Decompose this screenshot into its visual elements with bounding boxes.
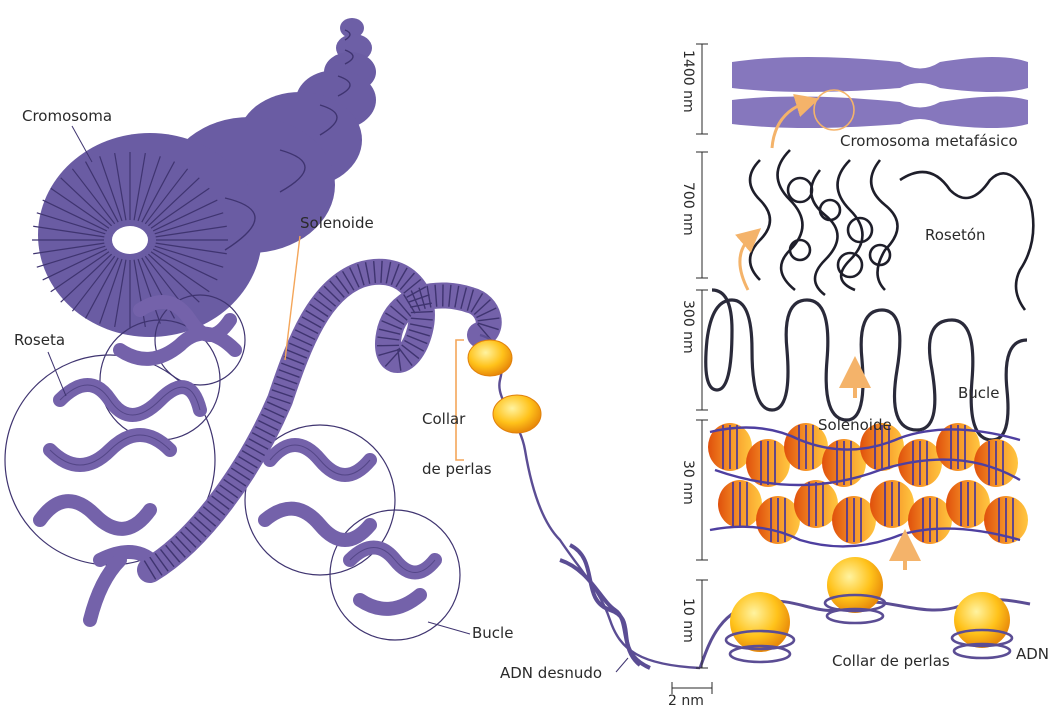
scale-10nm: 10 nm [680, 598, 696, 643]
scale-labels: 1400 nm 700 nm 300 nm 30 nm 10 nm 2 nm [668, 50, 704, 708]
label-cromosoma-metafasico: Cromosoma metafásico [840, 132, 1018, 150]
right-panel: Cromosoma metafásico Rosetón Bucle Solen… [668, 44, 1049, 708]
label-adn: ADN [1016, 645, 1049, 663]
solenoid-fibre-right [708, 423, 1028, 546]
label-roseton: Rosetón [925, 226, 986, 244]
label-solenoide-right: Solenoide [818, 416, 892, 434]
scale-30nm: 30 nm [680, 460, 696, 505]
scale-700nm: 700 nm [680, 182, 696, 236]
beads-on-string-left [456, 335, 700, 668]
left-illustration: Cromosoma Solenoide Roseta Collar de per… [5, 18, 700, 682]
label-collar-line1: Collar [422, 410, 466, 428]
label-collar-line2: de perlas [422, 460, 492, 478]
label-roseta: Roseta [14, 331, 65, 349]
label-bucle-left: Bucle [472, 624, 513, 642]
naked-dna [560, 545, 650, 668]
roseton-coils [750, 150, 1033, 310]
label-solenoide-left: Solenoide [300, 214, 374, 232]
label-adn-desnudo: ADN desnudo [500, 664, 602, 682]
scale-300nm: 300 nm [680, 300, 696, 354]
label-collar-de-perlas: Collar de perlas [832, 652, 950, 670]
label-cromosoma: Cromosoma [22, 107, 112, 125]
scale-2nm: 2 nm [668, 693, 704, 708]
scale-1400nm: 1400 nm [680, 50, 696, 113]
label-bucle-right: Bucle [958, 384, 999, 402]
